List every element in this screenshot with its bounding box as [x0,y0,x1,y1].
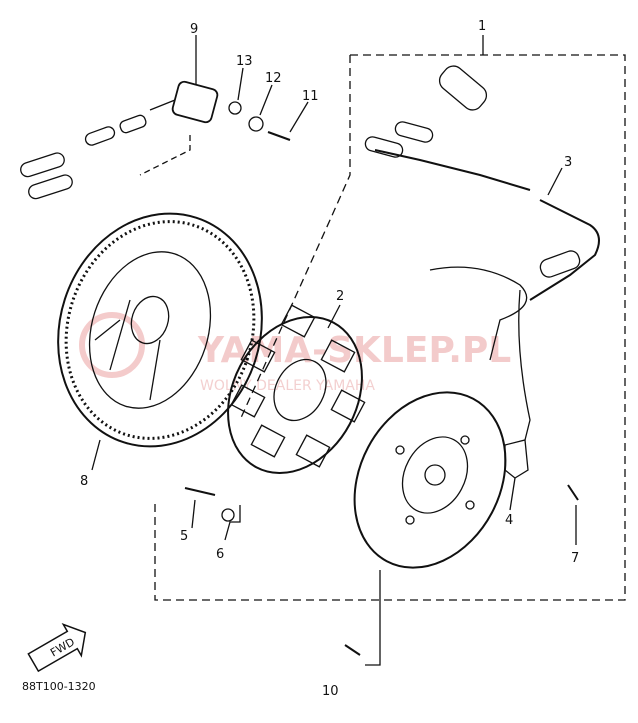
callout-6: 6 [216,547,224,562]
leader-11 [289,101,309,133]
watermark-brand: YAMA-SKLEP.PL [197,330,511,371]
flywheel [57,212,263,448]
callout-9: 9 [190,22,198,37]
base-plate [353,391,507,569]
callout-2: 2 [336,289,344,304]
washer-13 [228,101,242,115]
callout-7: 7 [571,551,579,566]
callout-10: 10 [322,684,339,699]
pickup-coil [20,35,219,200]
screw-7 [567,484,579,501]
watermark-tagline: WOLNY DEALER YAMAHA [200,378,375,394]
callout-1: 1 [478,19,486,34]
stator [227,304,366,475]
part-code: 88T100-1320 [22,680,96,693]
leader-2 [327,304,341,329]
screw-10 [344,644,361,656]
fwd-label: FWD [48,635,77,659]
assembly-leader [239,55,351,421]
callout-11: 11 [302,89,319,104]
leader-10 [365,570,381,666]
clamp [504,439,529,479]
watermark: YAMA-SKLEP.PL WOLNY DEALER YAMAHA [79,312,511,394]
callout-8: 8 [80,474,88,489]
fwd-arrow-icon [27,622,87,673]
leader-3 [547,167,563,196]
leader-6 [224,505,241,541]
wire-harness [364,65,600,441]
leader-8 [91,439,101,471]
watermark-logo [79,312,145,378]
screw-11 [267,131,291,141]
leader-5 [191,499,196,529]
nut-12 [248,116,264,132]
bolt-5 [184,487,216,496]
leader-12 [259,84,273,116]
callout-12: 12 [265,71,282,86]
callout-5: 5 [180,529,188,544]
callout-13: 13 [236,54,253,69]
callout-4: 4 [505,513,513,528]
leader-4 [509,477,516,511]
washer-6 [221,508,235,522]
callout-3: 3 [564,155,572,170]
leader-13 [237,67,244,101]
assembly-outline [154,54,626,601]
